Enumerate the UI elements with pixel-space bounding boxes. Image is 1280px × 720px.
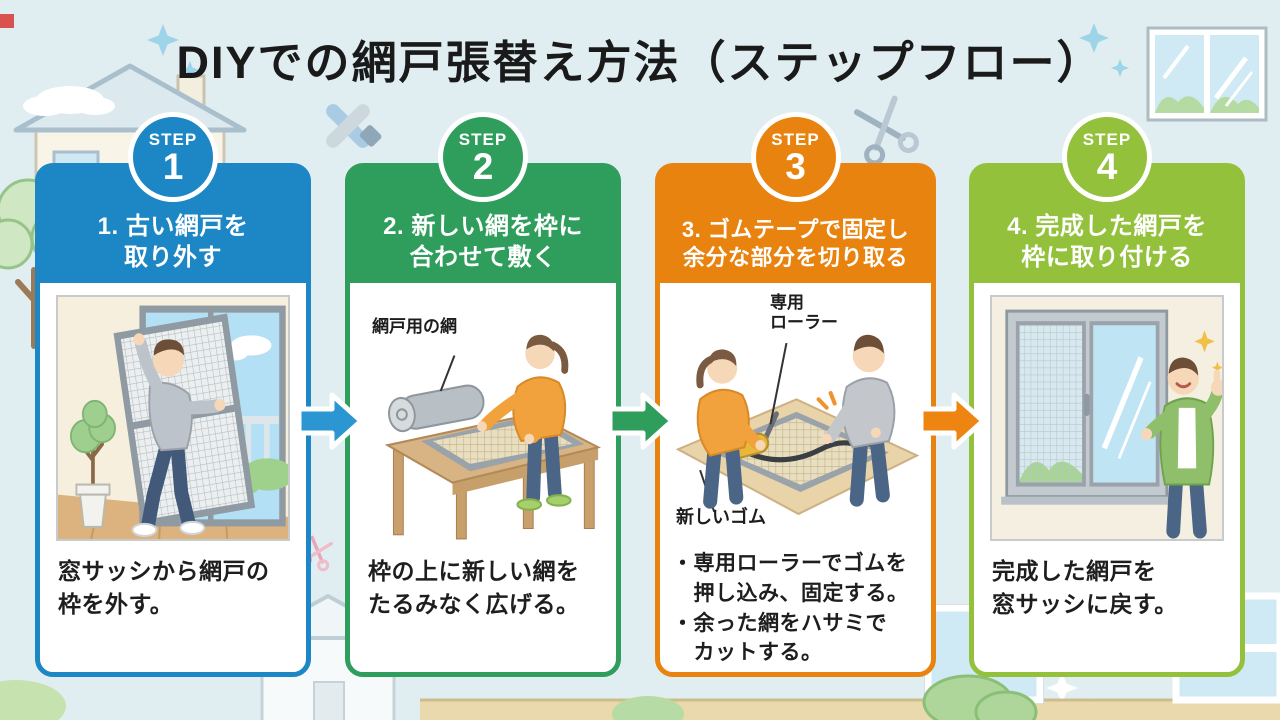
- flow-arrow-1: [296, 392, 364, 450]
- bush-illustrations: [0, 674, 1038, 720]
- step-4-card: STEP 4 4. 完成した網戸を 枠に取り付ける: [969, 112, 1245, 677]
- flow-arrow-3: [918, 392, 986, 450]
- rubber-cord: [739, 440, 858, 463]
- step-2-illustration: 網戸用の網: [360, 291, 606, 541]
- step-2-badge-number: 2: [472, 145, 494, 187]
- finished-window: [1001, 309, 1173, 505]
- step-1-illustration-svg: [58, 297, 288, 539]
- person-thumbs-up: [1141, 357, 1222, 539]
- step-2-body: 網戸用の網: [350, 291, 616, 620]
- step-4-body: 完成した網戸を 窓サッシに戻す。: [974, 295, 1240, 620]
- success-sparkles: [1194, 330, 1222, 374]
- step-4-badge-number: 4: [1096, 145, 1118, 187]
- step-4-description: 完成した網戸を 窓サッシに戻す。: [992, 558, 1178, 617]
- wall-band: [420, 700, 1280, 720]
- person-with-rubber: [821, 334, 896, 507]
- step-3-illustration-svg: [670, 291, 921, 541]
- step-2-badge: STEP 2: [438, 112, 528, 202]
- step-1-heading: 1. 古い網戸を 取り外す: [97, 212, 249, 271]
- step-3-illustration: 専用 ローラー 新しいゴム: [670, 291, 921, 541]
- step-4-illustration-svg: [992, 297, 1222, 539]
- rubber-label: 新しいゴム: [676, 507, 766, 527]
- window-illustration-top-right: [1146, 26, 1268, 122]
- net-roll: [388, 384, 485, 433]
- step-3-description: ・専用ローラーでゴムを 押し込み、固定する。 ・余った網をハサミで カットする。: [672, 552, 909, 665]
- step-1-card: STEP 1 1. 古い網戸を 取り外す: [35, 112, 311, 677]
- scissors-icon: [853, 95, 919, 166]
- step-3-badge: STEP 3: [750, 112, 841, 202]
- person-removing-screen: [131, 333, 226, 537]
- step-2-badge-label: STEP: [458, 129, 508, 149]
- step-4-illustration: [990, 295, 1224, 541]
- step-1-badge: STEP 1: [128, 112, 218, 202]
- step-2-card: STEP 2 2. 新しい網を枠に 合わせて敷く 網戸用の網: [345, 112, 621, 677]
- step-3-heading: 3. ゴムテープで固定し 余分な部分を切り取る: [681, 216, 910, 271]
- cloud-illustration: [23, 86, 115, 116]
- effort-mark: [816, 391, 837, 410]
- net-roll-label: 網戸用の網: [372, 317, 457, 336]
- step-4-badge: STEP 4: [1062, 112, 1152, 202]
- step-2-header: 2. 新しい網を枠に 合わせて敷く: [350, 168, 616, 283]
- page-title: DIYでの網戸張替え方法（ステップフロー）: [176, 37, 1104, 88]
- step-3-badge-number: 3: [785, 145, 806, 187]
- step-3-card: STEP 3 3. ゴムテープで固定し 余分な部分を切り取る 専用 ローラー 新…: [655, 112, 936, 677]
- step-1-illustration: [56, 295, 290, 541]
- step-1-body: 窓サッシから網戸の 枠を外す。: [40, 295, 306, 620]
- step-1-description: 窓サッシから網戸の 枠を外す。: [58, 558, 270, 617]
- step-2-illustration-svg: [360, 291, 606, 541]
- red-accent-square: [0, 14, 14, 28]
- person-spreading-net: [477, 334, 572, 511]
- step-1-badge-number: 1: [162, 145, 184, 187]
- flow-arrow-2: [607, 392, 675, 450]
- step-1-badge-label: STEP: [148, 129, 198, 149]
- person-with-roller: [696, 349, 766, 509]
- step-4-heading: 4. 完成した網戸を 枠に取り付ける: [1007, 212, 1207, 271]
- crossed-tools-icon: [326, 104, 382, 148]
- step-2-heading: 2. 新しい網を枠に 合わせて敷く: [383, 212, 583, 271]
- step-3-body: 専用 ローラー 新しいゴム: [660, 291, 931, 668]
- step-2-description: 枠の上に新しい網を たるみなく広げる。: [368, 558, 580, 617]
- potted-plant: [69, 399, 116, 528]
- step-4-badge-label: STEP: [1082, 129, 1132, 149]
- step-3-badge-label: STEP: [771, 129, 820, 149]
- roller-label: 専用 ローラー: [770, 293, 838, 332]
